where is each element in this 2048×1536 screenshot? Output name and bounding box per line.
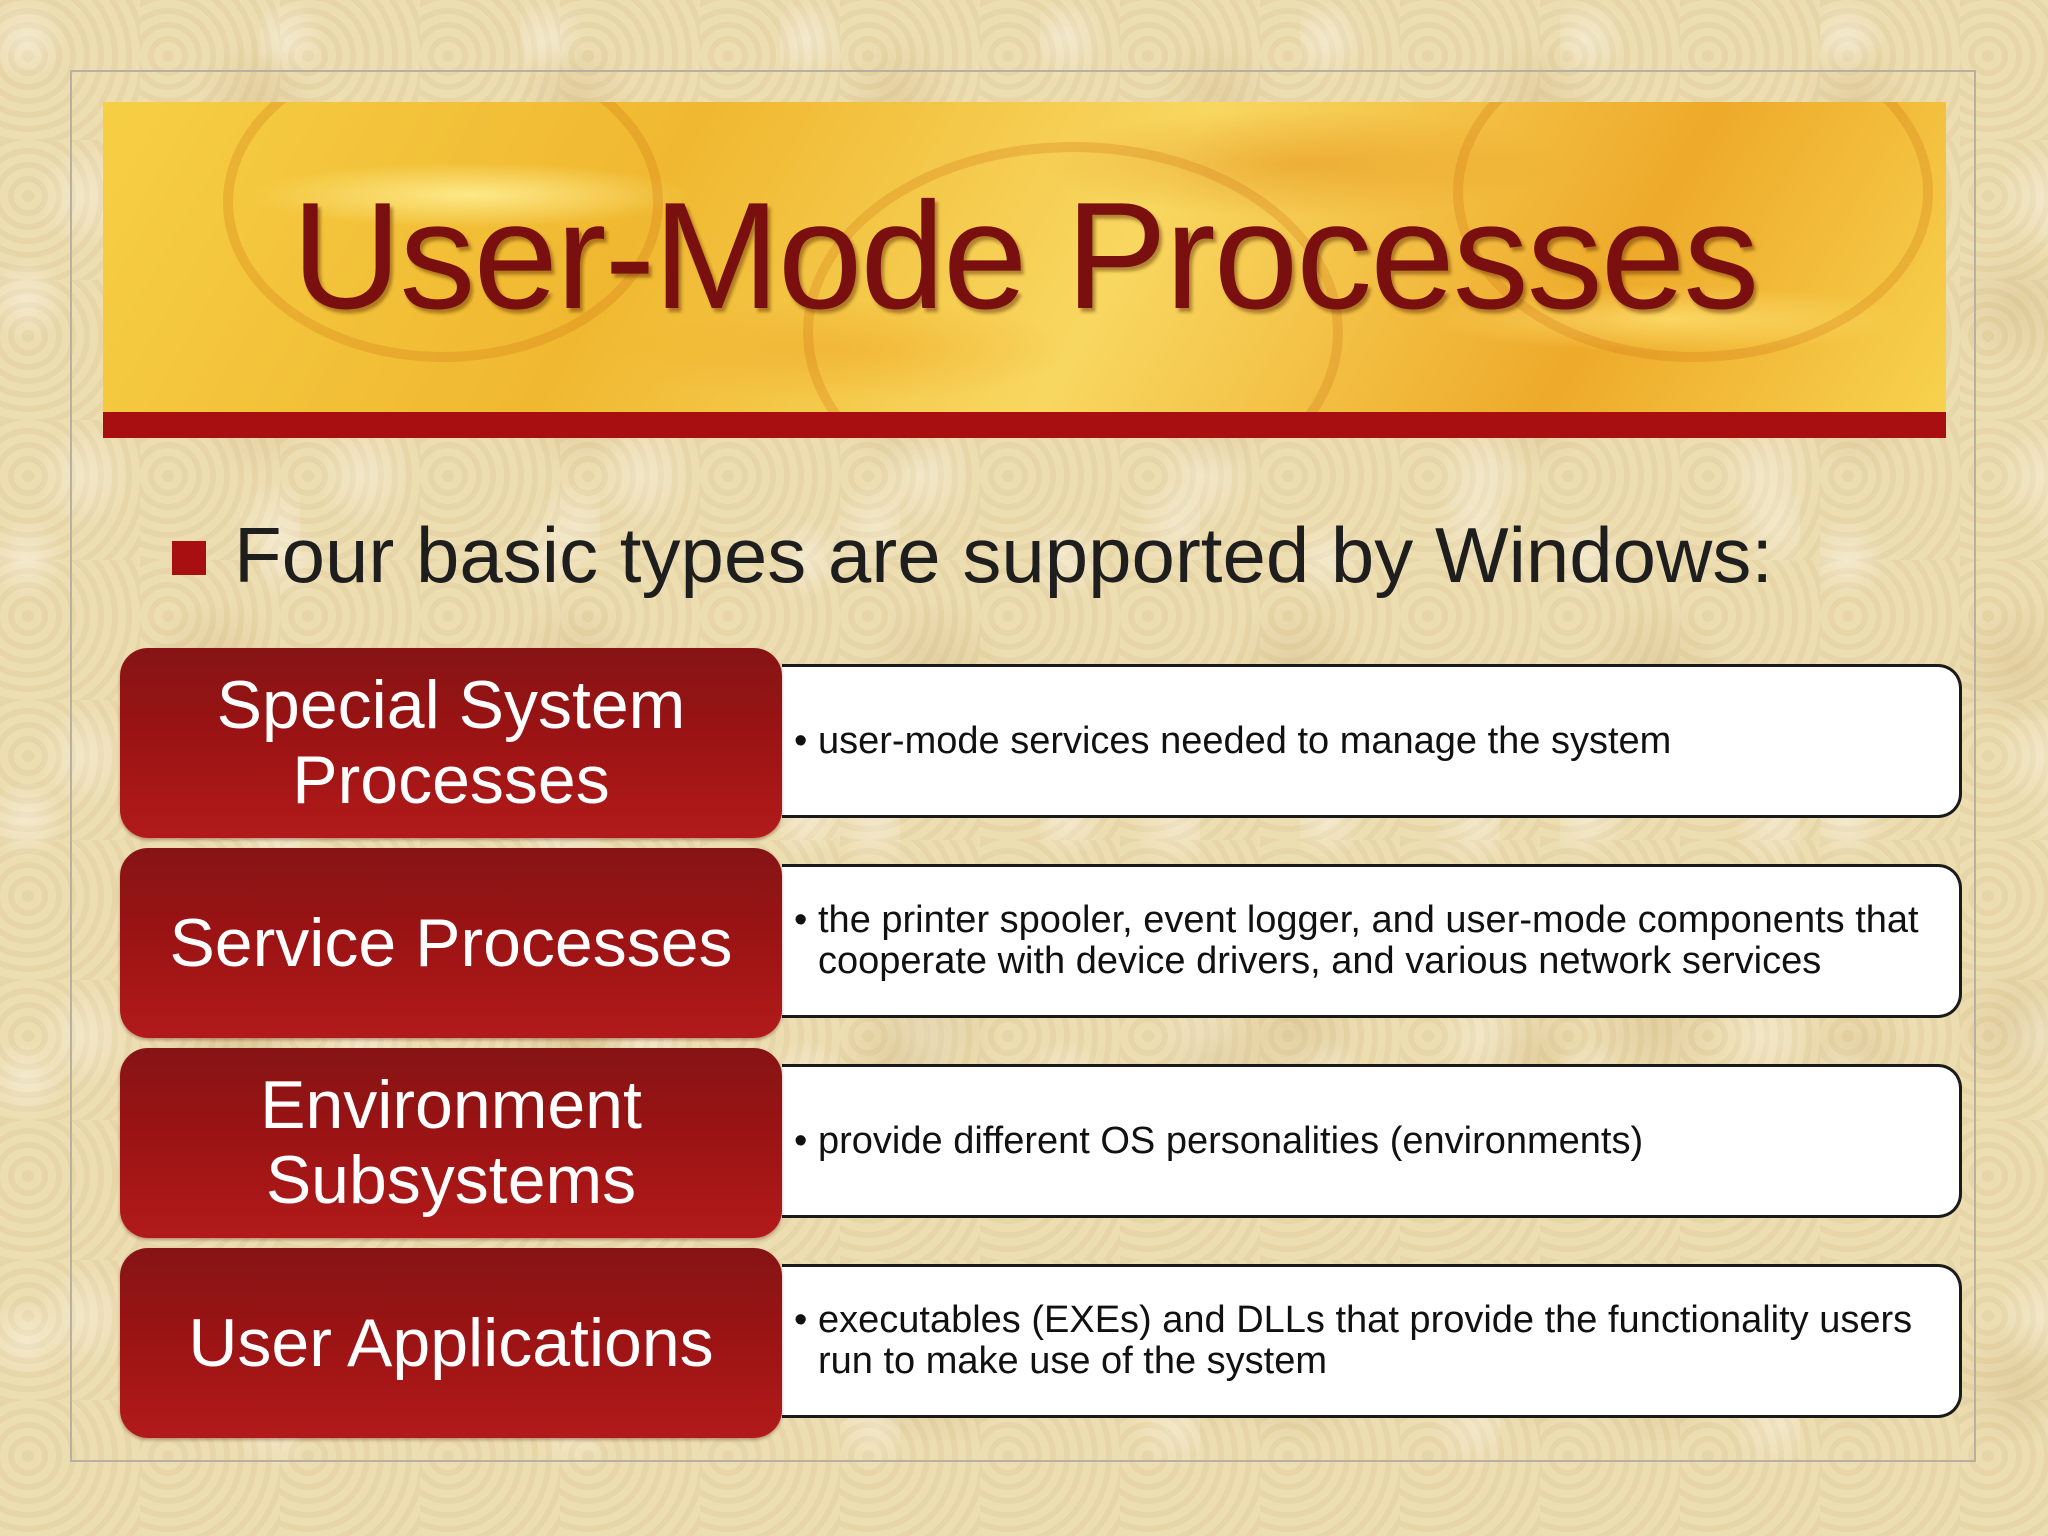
label-line: Service Processes: [169, 904, 733, 981]
process-type-description: • the printer spooler, event logger, and…: [782, 864, 1962, 1018]
bullet-dot-icon: •: [794, 1299, 808, 1341]
process-type-description: • executables (EXEs) and DLLs that provi…: [782, 1264, 1962, 1418]
process-type-label: Service Processes: [120, 848, 782, 1038]
title-underline-bar: [103, 412, 1946, 438]
label-line: Processes: [292, 742, 610, 818]
slide-frame: [70, 70, 1976, 1462]
process-type-row: Environment Subsystems • provide differe…: [120, 1048, 1962, 1238]
bullet-dot-icon: •: [794, 899, 808, 941]
description-text: user-mode services needed to manage the …: [818, 719, 1672, 762]
label-line: Subsystems: [265, 1142, 637, 1218]
banner-texture: [223, 102, 663, 362]
process-type-description: • provide different OS personalities (en…: [782, 1064, 1962, 1218]
process-type-description: • user-mode services needed to manage th…: [782, 664, 1962, 818]
title-banner: User-Mode Processes: [103, 102, 1946, 412]
process-type-label: Special System Processes: [120, 648, 782, 838]
square-bullet-icon: [172, 541, 206, 575]
description-text: executables (EXEs) and DLLs that provide…: [818, 1299, 1913, 1382]
label-line: Environment: [260, 1067, 642, 1144]
process-type-row: Special System Processes • user-mode ser…: [120, 648, 1962, 838]
process-type-row: User Applications • executables (EXEs) a…: [120, 1248, 1962, 1438]
bullet-dot-icon: •: [794, 1119, 808, 1162]
process-type-label: User Applications: [120, 1248, 782, 1438]
intro-bullet: Four basic types are supported by Window…: [172, 500, 1773, 610]
process-type-row: Service Processes • the printer spooler,…: [120, 848, 1962, 1038]
intro-bullet-text: Four basic types are supported by Window…: [234, 510, 1774, 599]
bullet-dot-icon: •: [794, 719, 808, 762]
process-type-label: Environment Subsystems: [120, 1048, 782, 1238]
description-text: the printer spooler, event logger, and u…: [818, 899, 1919, 982]
slide-title: User-Mode Processes: [291, 171, 1760, 341]
label-line: User Applications: [188, 1304, 714, 1381]
label-line: Special System: [216, 667, 686, 744]
description-text: provide different OS personalities (envi…: [818, 1119, 1644, 1162]
